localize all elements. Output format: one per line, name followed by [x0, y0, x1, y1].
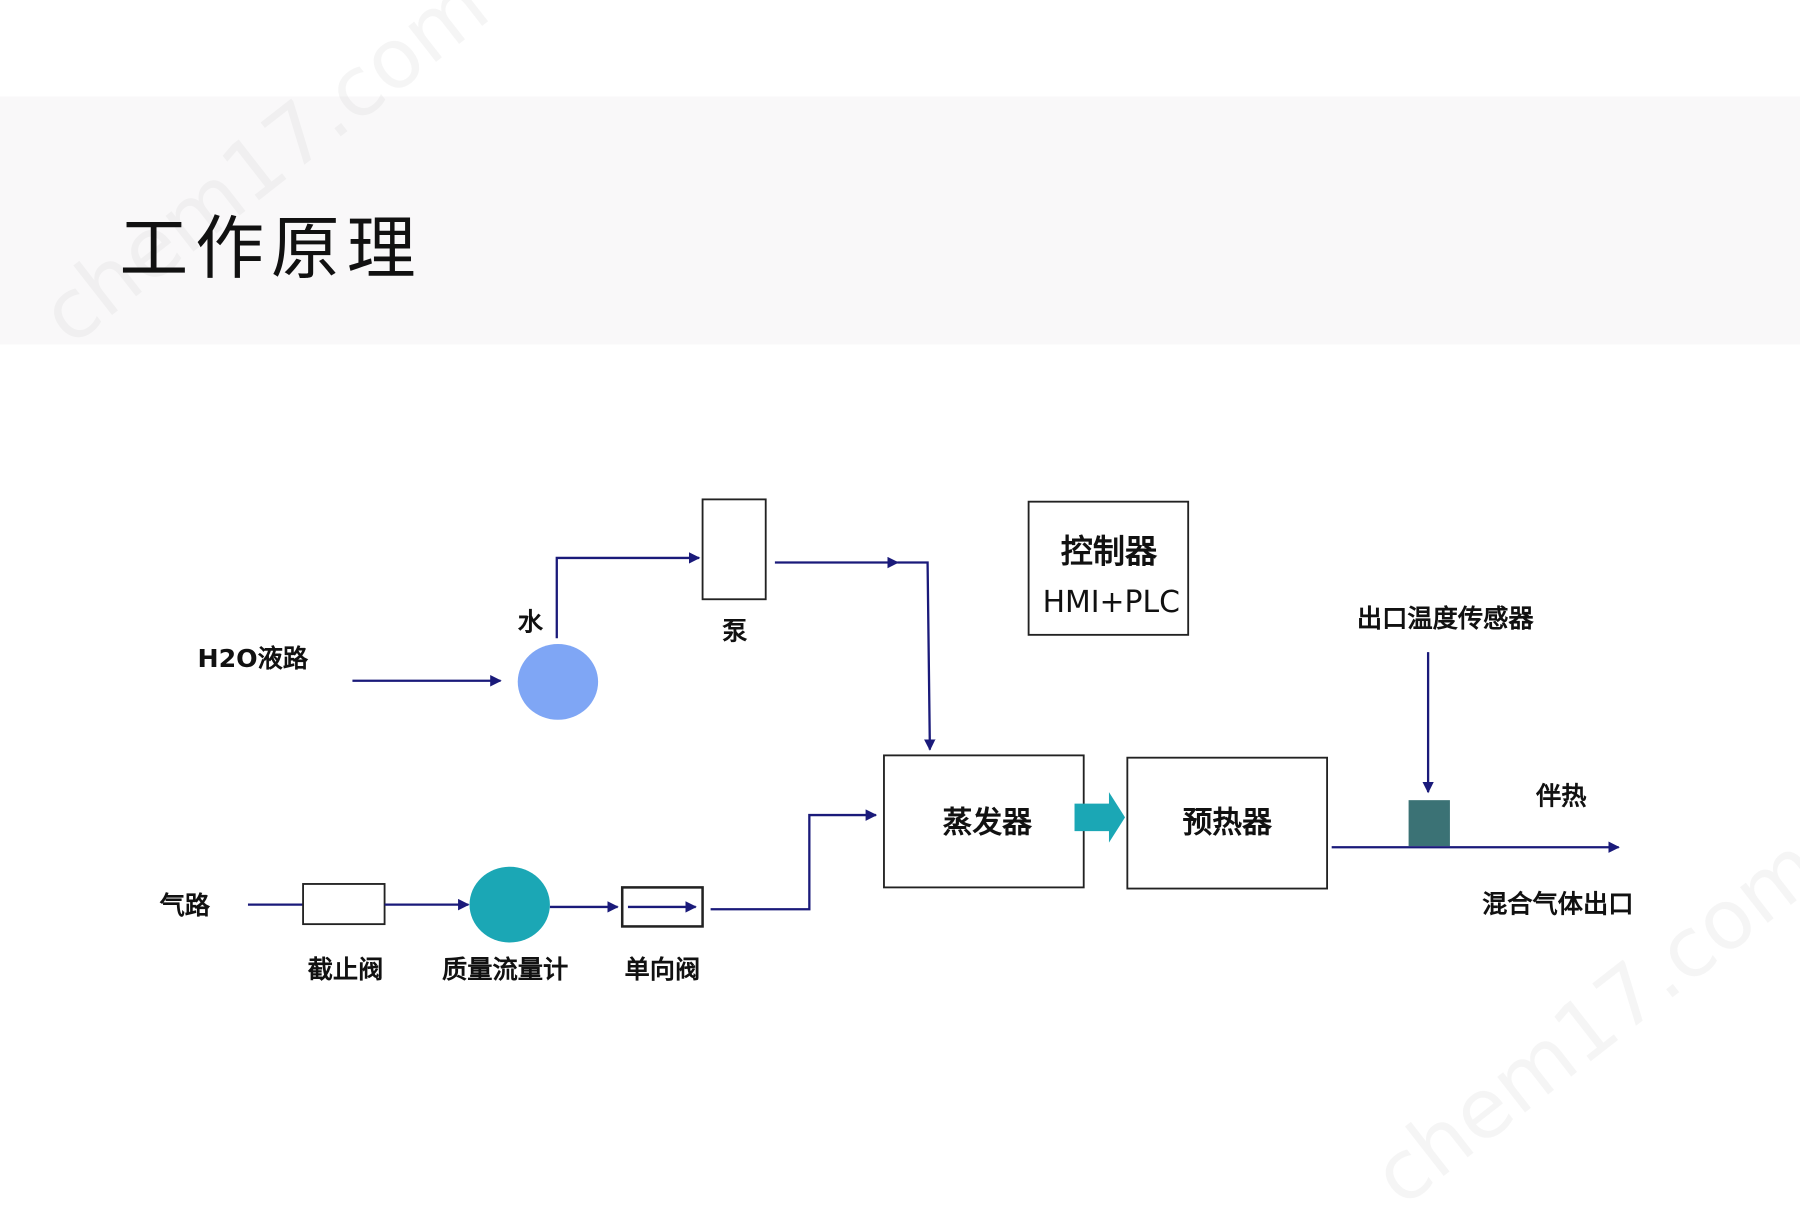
shutoff-valve-label: 截止阀	[308, 955, 384, 984]
controller-label: 控制器	[1061, 533, 1158, 571]
water-to-pump-arrow	[555, 552, 701, 639]
heat-tracing-block	[1408, 800, 1450, 847]
process-diagram: H2O液路 水 泵 控制器 HMI+PLC 蒸发器 预热器 出口温度传感器 伴热…	[159, 498, 1634, 984]
pump-to-evaporator-arrow	[897, 561, 936, 751]
pump-box	[701, 498, 767, 601]
transfer-arrow-icon	[1074, 792, 1126, 843]
evaporator-box	[883, 754, 1085, 889]
mass-flow-meter-circle	[469, 866, 550, 943]
preheater-box	[1126, 756, 1329, 890]
slide: chem17.com chem17.com 工作原理 H2O液路 水 泵 控制器…	[0, 96, 1800, 985]
preheater-label: 预热器	[1182, 805, 1273, 840]
mass-flow-meter-label: 质量流量计	[442, 955, 568, 984]
gas-to-evaporator-arrow	[710, 809, 878, 911]
controller-sub-label: HMI+PLC	[1043, 585, 1180, 620]
pump-label: 泵	[722, 616, 748, 645]
title-band	[0, 96, 1800, 345]
page-title: 工作原理	[119, 208, 423, 290]
water-label: 水	[518, 607, 544, 636]
water-circle	[517, 644, 599, 720]
h2o-line-label: H2O液路	[197, 644, 308, 673]
evaporator-label: 蒸发器	[943, 805, 1034, 840]
check-valve-label: 单向阀	[625, 955, 701, 984]
mixed-outlet-label: 混合气体出口	[1482, 890, 1634, 919]
heat-tracing-label: 伴热	[1535, 782, 1587, 811]
gas-line-label: 气路	[159, 891, 211, 920]
controller-box	[1027, 500, 1190, 636]
outlet-sensor-label: 出口温度传感器	[1357, 604, 1534, 633]
shutoff-valve-box	[302, 883, 386, 926]
